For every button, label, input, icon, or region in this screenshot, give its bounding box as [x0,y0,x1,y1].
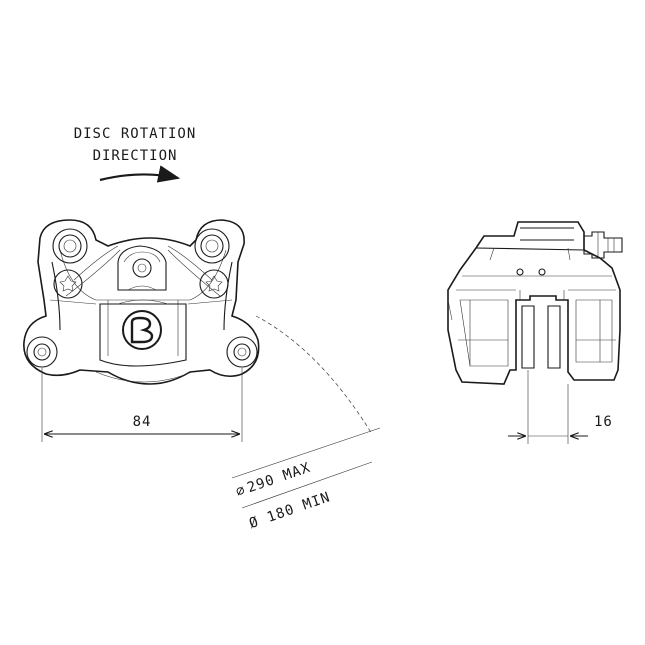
rotation-arrow [99,165,181,183]
brembo-logo [122,310,162,350]
dimension-width: 84 [41,368,243,442]
disc-max-label: 290 MAX [245,460,313,497]
caliper-front-view [23,219,260,385]
caliper-side-view [447,221,623,385]
rotation-label-line2: DIRECTION [93,148,178,164]
dimension-width-value: 84 [133,414,152,430]
dimension-thickness-value: 16 [594,414,613,430]
rotation-label-line1: DISC ROTATION [74,126,197,142]
disc-diameter-annotation: ⌀ 290 MAX Ø 180 MIN [231,315,381,532]
dimension-thickness: 16 [508,370,613,444]
disc-min-label: Ø 180 MIN [247,489,332,532]
